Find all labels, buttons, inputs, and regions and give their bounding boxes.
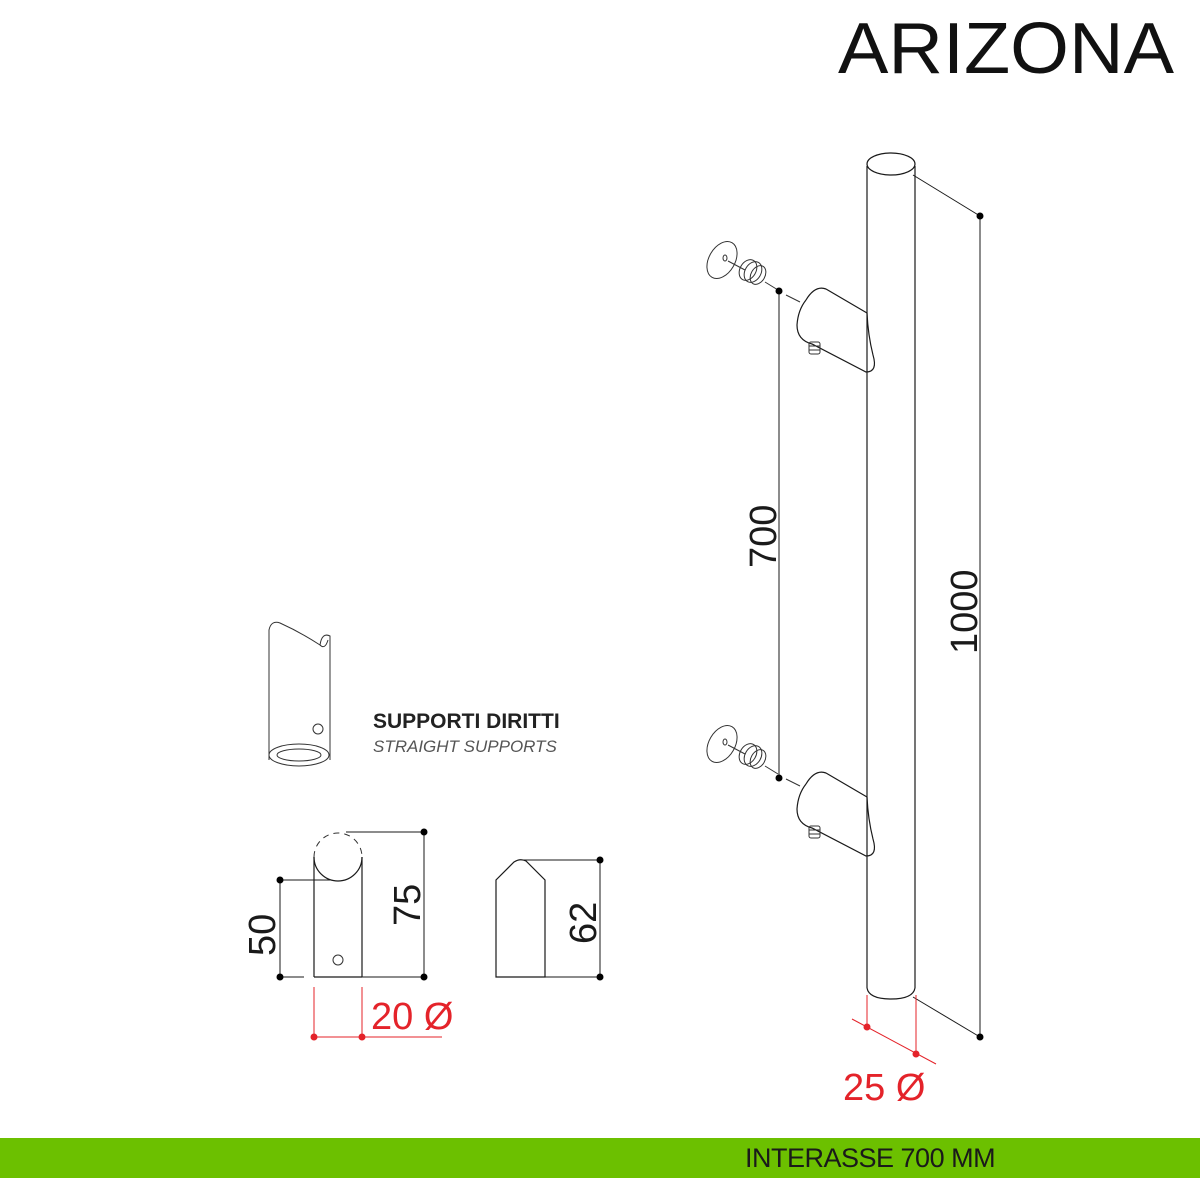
dimension-20-label: 20 Ø	[371, 996, 453, 1038]
support-side-view: 62	[495, 856, 605, 981]
supports-sublabel: STRAIGHT SUPPORTS	[373, 737, 558, 756]
supports-label: SUPPORTI DIRITTI	[373, 710, 560, 733]
dimension-50-label: 50	[242, 914, 284, 956]
dimension-700: 700	[743, 287, 785, 782]
straight-support-isometric	[268, 621, 331, 767]
dimension-25-diameter: 25 Ø	[843, 995, 937, 1109]
dimension-700-label: 700	[743, 505, 785, 568]
bar-support-upper	[706, 241, 876, 373]
dimension-25-label: 25 Ø	[843, 1067, 925, 1109]
dimension-1000: 1000	[912, 174, 986, 1041]
dimension-75-label: 75	[387, 884, 429, 926]
footer-text: INTERASSE 700 MM	[745, 1143, 996, 1173]
wall-fixing-screw	[706, 241, 801, 303]
dimension-20-diameter: 20 Ø	[310, 987, 453, 1041]
support-front-view: 50 75	[242, 828, 429, 981]
handle-bar	[866, 152, 916, 1000]
dimension-1000-label: 1000	[944, 569, 986, 654]
grub-screw	[808, 341, 821, 355]
product-title: ARIZONA	[838, 9, 1174, 89]
footer-bar: INTERASSE 700 MM	[0, 1138, 1200, 1178]
dimension-62-label: 62	[563, 902, 605, 944]
